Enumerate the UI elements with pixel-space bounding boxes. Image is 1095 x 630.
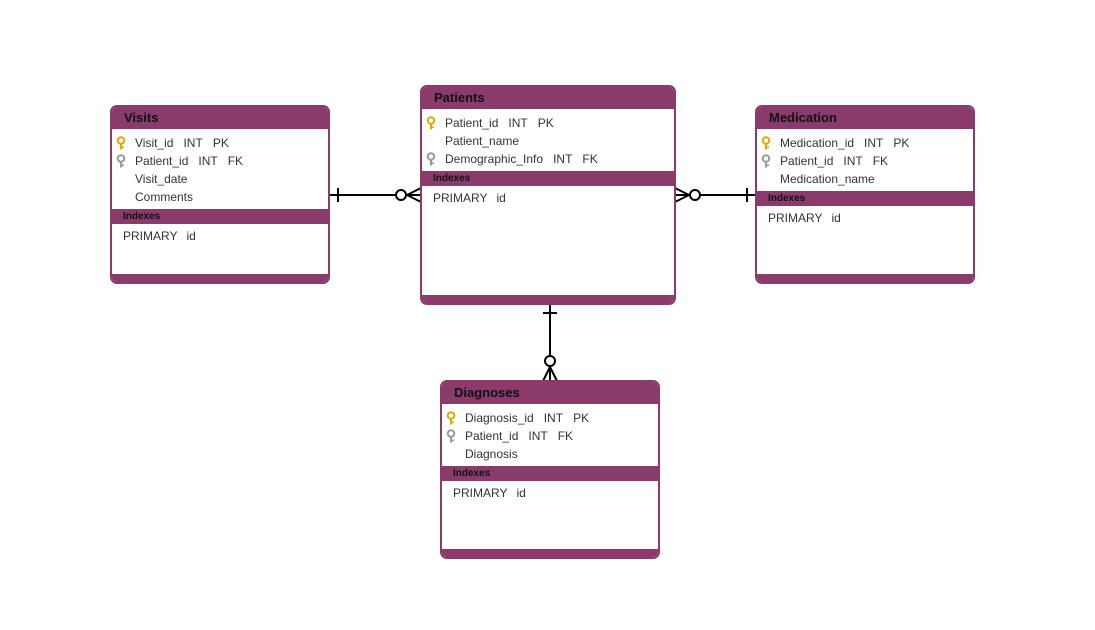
field-key: PK bbox=[537, 116, 554, 130]
field-key: FK bbox=[872, 154, 889, 168]
entity-title: Diagnoses bbox=[442, 382, 658, 404]
index-column: id bbox=[496, 191, 506, 205]
field-key: FK bbox=[582, 152, 598, 166]
field-row[interactable]: Diagnosis_id INT PK bbox=[442, 409, 658, 427]
field-key: FK bbox=[557, 429, 574, 443]
index-type: PRIMARY bbox=[433, 191, 488, 205]
relationship-patients-diagnoses[interactable] bbox=[542, 305, 558, 382]
field-type: INT bbox=[543, 411, 564, 425]
field-row[interactable]: Visit_id INT PK bbox=[112, 134, 328, 152]
field-type: INT bbox=[843, 154, 863, 168]
relationship-visits-patients[interactable] bbox=[329, 187, 422, 203]
field-name: Patient_id bbox=[780, 154, 834, 168]
index-row[interactable]: PRIMARY id bbox=[442, 484, 658, 502]
primary-key-icon bbox=[761, 136, 771, 150]
field-row[interactable]: Visit_date bbox=[112, 170, 328, 188]
field-name: Diagnosis_id bbox=[465, 411, 534, 425]
foreign-key-icon bbox=[761, 154, 771, 168]
index-type: PRIMARY bbox=[768, 211, 823, 225]
field-row[interactable]: Medication_name bbox=[757, 170, 973, 188]
field-key: FK bbox=[227, 154, 244, 168]
field-name: Demographic_Info bbox=[445, 152, 544, 166]
index-type: PRIMARY bbox=[123, 229, 178, 243]
field-type: INT bbox=[864, 136, 884, 150]
field-name: Diagnosis bbox=[465, 447, 518, 461]
field-row[interactable]: Patient_id INT FK bbox=[442, 427, 658, 445]
indexes-header: Indexes bbox=[757, 191, 973, 206]
index-column: id bbox=[186, 229, 196, 243]
foreign-key-icon bbox=[426, 152, 436, 166]
field-name: Medication_id bbox=[780, 136, 855, 150]
field-row[interactable]: Demographic_Info INT FK bbox=[422, 150, 674, 168]
foreign-key-icon bbox=[446, 429, 456, 443]
field-type: INT bbox=[183, 136, 203, 150]
field-type: INT bbox=[508, 116, 528, 130]
field-row[interactable]: Patient_name bbox=[422, 132, 674, 150]
index-column: id bbox=[831, 211, 841, 225]
field-row[interactable]: Diagnosis bbox=[442, 445, 658, 463]
indexes-header: Indexes bbox=[442, 466, 658, 481]
index-type: PRIMARY bbox=[453, 486, 508, 500]
field-type: INT bbox=[528, 429, 548, 443]
field-name: Patient_id bbox=[445, 116, 499, 130]
entity-footer bbox=[442, 549, 658, 557]
relationship-patients-medication[interactable] bbox=[674, 187, 756, 203]
field-name: Medication_name bbox=[780, 172, 875, 186]
field-row[interactable]: Medication_id INT PK bbox=[757, 134, 973, 152]
indexes-header: Indexes bbox=[422, 171, 674, 186]
foreign-key-icon bbox=[116, 154, 126, 168]
entity-footer bbox=[112, 274, 328, 282]
field-key: PK bbox=[573, 411, 590, 425]
field-key: PK bbox=[893, 136, 910, 150]
entity-title: Patients bbox=[422, 87, 674, 109]
index-column: id bbox=[516, 486, 526, 500]
field-type: INT bbox=[553, 152, 573, 166]
field-name: Patient_id bbox=[135, 154, 189, 168]
field-name: Visit_id bbox=[135, 136, 174, 150]
field-row[interactable]: Patient_id INT FK bbox=[757, 152, 973, 170]
primary-key-icon bbox=[446, 411, 456, 425]
field-name: Visit_date bbox=[135, 172, 188, 186]
entity-title: Medication bbox=[757, 107, 973, 129]
field-row[interactable]: Comments bbox=[112, 188, 328, 206]
primary-key-icon bbox=[426, 116, 436, 130]
field-name: Comments bbox=[135, 190, 194, 204]
primary-key-icon bbox=[116, 136, 126, 150]
field-row[interactable]: Patient_id INT FK bbox=[112, 152, 328, 170]
entity-title: Visits bbox=[112, 107, 328, 129]
index-row[interactable]: PRIMARY id bbox=[757, 209, 973, 227]
field-key: PK bbox=[212, 136, 229, 150]
entity-footer bbox=[757, 274, 973, 282]
index-row[interactable]: PRIMARY id bbox=[112, 227, 328, 245]
entity-footer bbox=[422, 295, 674, 303]
field-name: Patient_id bbox=[465, 429, 519, 443]
indexes-header: Indexes bbox=[112, 209, 328, 224]
field-row[interactable]: Patient_id INT PK bbox=[422, 114, 674, 132]
index-row[interactable]: PRIMARY id bbox=[422, 189, 674, 207]
field-type: INT bbox=[198, 154, 218, 168]
field-name: Patient_name bbox=[445, 134, 520, 148]
